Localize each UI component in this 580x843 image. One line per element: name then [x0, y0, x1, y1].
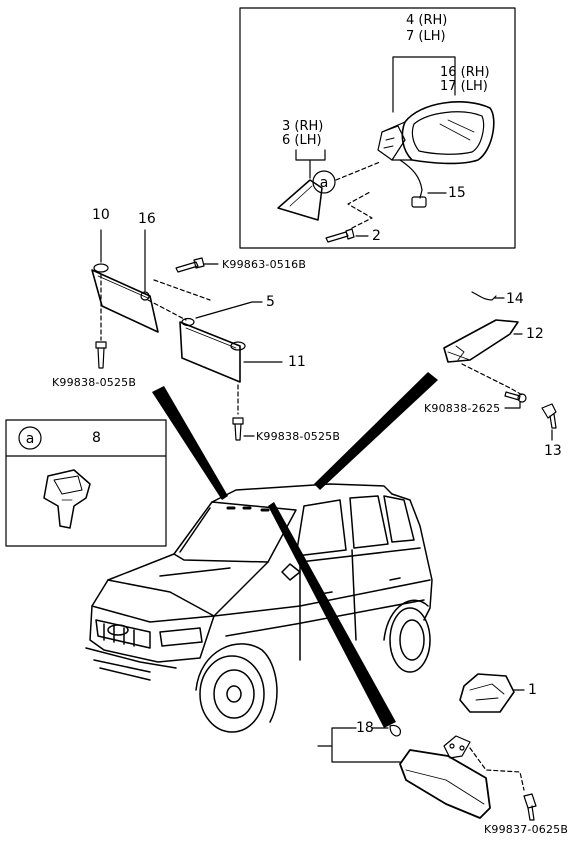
dashed-leader-screw — [347, 191, 373, 229]
pointer-to-grip — [314, 372, 438, 490]
assist-grip-icon — [443, 319, 519, 363]
cable-connector-icon — [411, 196, 427, 208]
callout-mirror-rh: 4 (RH) — [406, 13, 448, 28]
holder-bolt-icon — [95, 341, 107, 369]
dashed-leader-cover — [335, 161, 381, 181]
detail-a-box — [5, 419, 167, 547]
callout-detail-a: 8 — [92, 430, 101, 446]
dashed-visor-link — [147, 299, 187, 321]
dashed-grip-screw — [461, 363, 525, 397]
grip-plug-icon — [541, 403, 557, 429]
circle-a-marker — [312, 170, 336, 194]
callout-spring: 14 — [506, 291, 524, 307]
pn-visor-screw: K99838-0525B — [256, 430, 341, 443]
callout-cover-lh: 6 (LH) — [282, 133, 322, 148]
cover-bracket-line — [295, 149, 326, 179]
bracket-9 — [317, 727, 401, 763]
pn-visor-bolt: K99863-0516B — [222, 258, 307, 271]
leader-k90838 — [504, 401, 521, 409]
grip-screw-icon — [504, 391, 527, 403]
outside-mirror-inset — [239, 7, 516, 249]
callout-visor-lh: 5 — [266, 294, 275, 310]
sun-visor-lh-icon — [91, 269, 159, 333]
pointer-to-visor — [152, 386, 228, 500]
callout-screw: 2 — [372, 228, 381, 244]
screw-icon — [325, 228, 355, 243]
grip-spring-icon — [471, 291, 497, 301]
pn-mirror-screw: K99837-0625B — [484, 823, 569, 836]
callout-grip: 12 — [526, 326, 544, 342]
visor-bolt-bottom-icon — [232, 417, 244, 441]
dashed-mirror-screw — [469, 747, 525, 791]
callout-plug: 13 — [544, 443, 562, 459]
detail-circle-a — [18, 426, 42, 450]
pn-grip-screw: K90838-2625 — [424, 402, 501, 415]
callout-cover-rh: 3 (RH) — [282, 119, 324, 134]
sun-visor-rh-icon — [179, 321, 241, 383]
visor-clip-icon — [140, 291, 150, 301]
pointer-to-inside-mirror — [268, 502, 396, 728]
mirror-bracket-line — [392, 56, 456, 113]
mirror-cover-icon — [277, 179, 323, 221]
pointer-wedges — [152, 372, 438, 728]
room-lamp-icon — [459, 673, 515, 713]
inside-mirror-icon — [399, 735, 491, 819]
callout-room-lamp: 1 — [528, 682, 537, 698]
mirror-cable — [399, 159, 423, 199]
callout-glass-rh: 16 (RH) — [440, 65, 490, 80]
callout-bulb: 18 — [356, 720, 374, 736]
callout-cable: 15 — [448, 185, 466, 201]
visor-holder-icon — [93, 263, 109, 273]
callout-holder: 10 — [92, 207, 110, 223]
pn-holder-bolt: K99838-0525B — [52, 376, 137, 389]
clip-detail-icon — [43, 469, 91, 529]
leader-5 — [195, 301, 263, 319]
visor-bolt-top-icon — [175, 257, 205, 273]
callout-visor-rh: 11 — [288, 354, 306, 370]
mirror-screw-icon — [523, 793, 537, 821]
callout-mirror-lh: 7 (LH) — [406, 29, 446, 44]
bulb-icon — [389, 724, 401, 737]
outside-mirror-icon — [377, 101, 495, 165]
vehicle-illustration — [85, 483, 433, 733]
detail-a-letter: a — [26, 431, 35, 447]
callout-clip: 16 — [138, 211, 156, 227]
callout-glass-lh: 17 (LH) — [440, 79, 488, 94]
circle-a-letter: a — [320, 175, 329, 191]
